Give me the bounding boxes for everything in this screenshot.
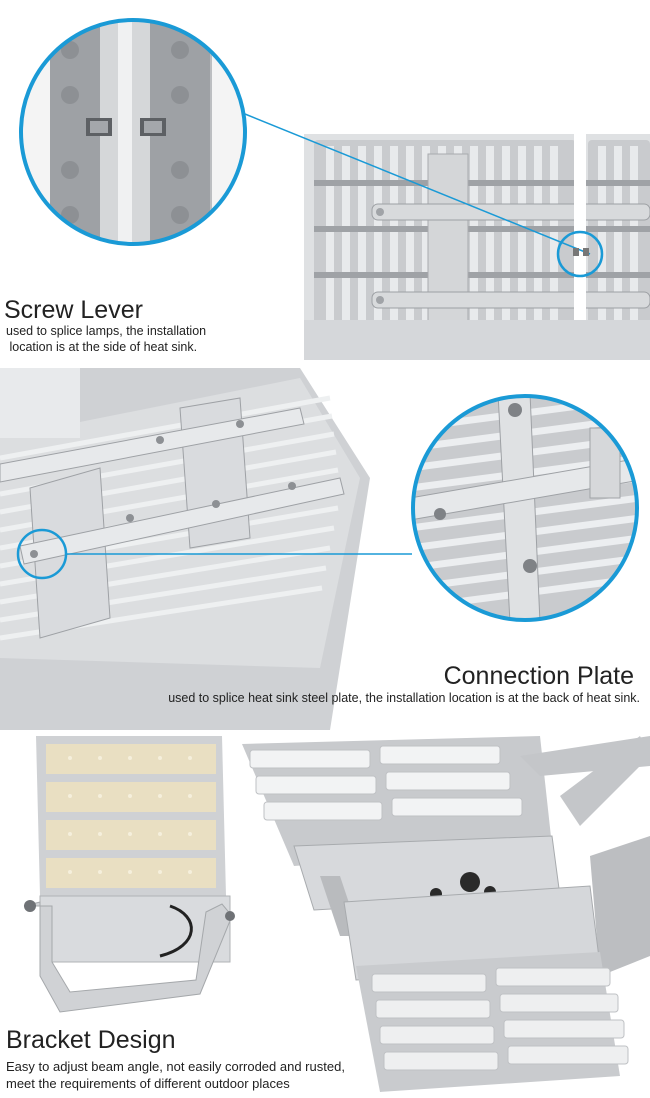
description-line: meet the requirements of different outdo… bbox=[6, 1076, 290, 1091]
section-description: used to splice lamps, the installation l… bbox=[6, 323, 206, 355]
section-title: Bracket Design bbox=[6, 1026, 176, 1054]
fixture-side-view bbox=[23, 736, 235, 1013]
target-circle-icon bbox=[556, 230, 604, 278]
callout-line-icon bbox=[239, 111, 591, 255]
fixture-dual-view bbox=[242, 736, 650, 1092]
section-title: Connection Plate bbox=[443, 662, 634, 690]
description-line: used to splice heat sink steel plate, th… bbox=[168, 691, 640, 705]
heat-sink-product bbox=[304, 134, 650, 360]
section-description: Easy to adjust beam angle, not easily co… bbox=[6, 1058, 345, 1092]
bracket-design-illustration bbox=[23, 736, 650, 1092]
zoom-circle-icon bbox=[413, 396, 637, 620]
section-connection-plate: Connection Plate used to splice heat sin… bbox=[0, 368, 650, 730]
description-line: used to splice lamps, the installation bbox=[6, 324, 207, 338]
section-screw-lever: Screw Lever used to splice lamps, the in… bbox=[0, 0, 650, 360]
heat-sink-back bbox=[0, 368, 370, 730]
connection-plate-illustration bbox=[0, 368, 639, 730]
section-title: Screw Lever bbox=[4, 296, 143, 324]
section-bracket-design: Bracket Design Easy to adjust beam angle… bbox=[0, 736, 650, 1098]
description-line: location is at the side of heat sink. bbox=[6, 340, 198, 354]
description-line: Easy to adjust beam angle, not easily co… bbox=[6, 1059, 345, 1074]
section-description: used to splice heat sink steel plate, th… bbox=[168, 690, 640, 706]
screw-lever-illustration bbox=[19, 18, 650, 360]
